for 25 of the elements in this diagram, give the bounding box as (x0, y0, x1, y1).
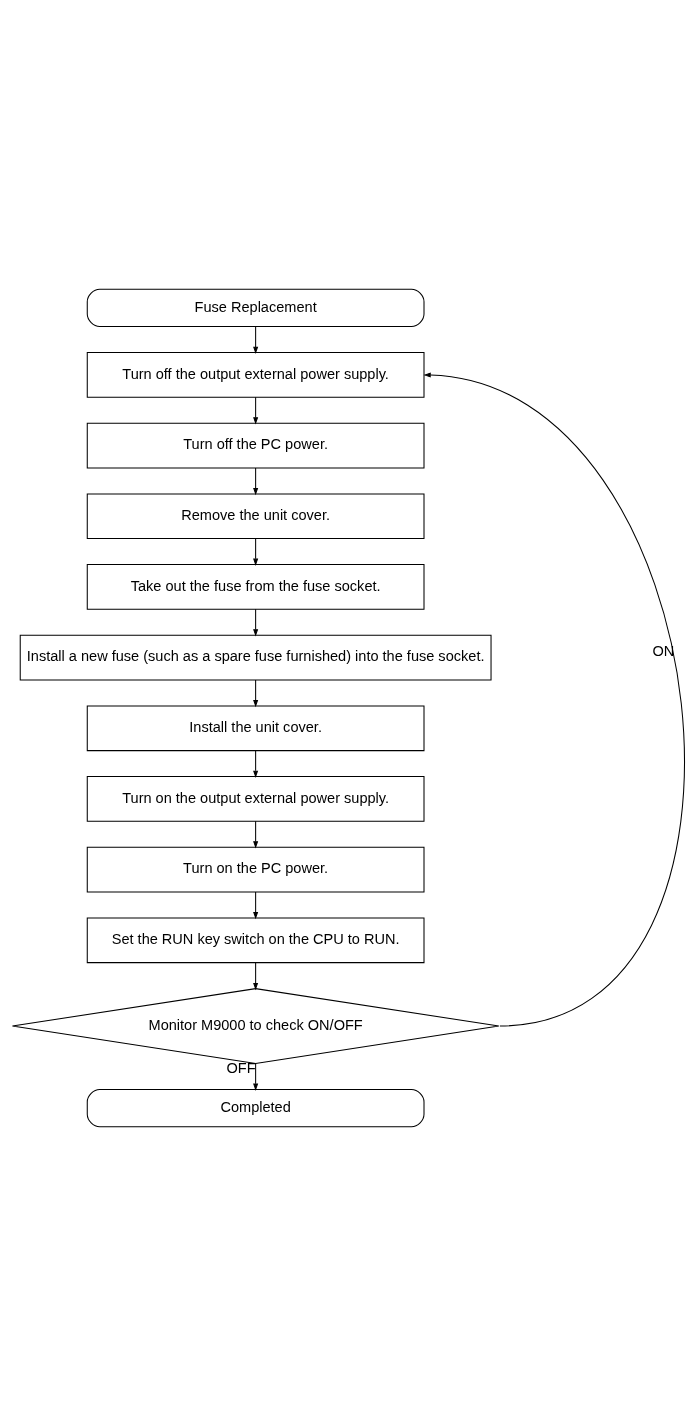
arrow (253, 326, 259, 354)
node-box: Take out the fuse from the fuse socket. (86, 564, 425, 610)
arrow (253, 396, 259, 425)
arrow (253, 962, 259, 991)
node-box: Turn off the PC power. (86, 422, 425, 469)
node-box: Turn on the output external power supply. (86, 776, 425, 822)
node-box: Install a new fuse (such as a spare fuse furnished) into the fuse socket. (19, 634, 492, 681)
node-box: Install the unit cover. (86, 705, 425, 752)
node-diamond: Monitor M9000 to check ON/OFF (11, 988, 500, 1064)
arrow (253, 679, 259, 708)
arrow (253, 538, 259, 566)
arrow (253, 891, 259, 920)
arrow (253, 1063, 259, 1091)
arrow (253, 820, 259, 849)
edge-label: ON (652, 643, 675, 660)
arrow (423, 372, 685, 1027)
node-box: Fuse Replacement (86, 288, 425, 328)
node-box: Completed (86, 1088, 425, 1128)
arrow (253, 608, 259, 637)
arrow (253, 750, 259, 778)
node-box: Turn off the output external power supply. (86, 352, 425, 398)
node-box: Remove the unit cover. (86, 493, 425, 540)
node-box: Turn on the PC power. (86, 846, 425, 893)
node-box: Set the RUN key switch on the CPU to RUN. (86, 917, 425, 964)
arrow (253, 467, 259, 496)
